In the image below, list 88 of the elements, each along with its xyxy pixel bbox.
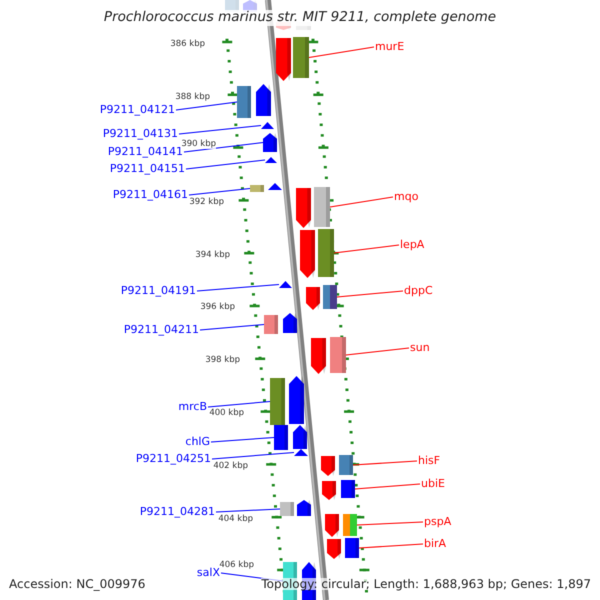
tick-label: 406 kbp	[219, 561, 254, 570]
gene-feature	[274, 425, 288, 450]
leader-line	[188, 188, 250, 196]
tick-label: 386 kbp	[170, 40, 205, 48]
gene-label: P9211_04121	[100, 104, 175, 115]
gene-feature	[225, 0, 239, 12]
tick-label: 394 kbp	[195, 251, 230, 260]
gene-feature	[318, 229, 334, 277]
gene-feature	[322, 481, 336, 500]
gene-label: chlG	[185, 436, 210, 447]
genome-summary: Topology: circular; Length: 1,688,963 bp; Genes: 1,897	[261, 578, 591, 590]
gene-feature	[323, 285, 337, 309]
leader-line	[352, 460, 418, 466]
gene-feature	[341, 480, 355, 498]
tick-label: 398 kbp	[205, 356, 240, 364]
gene-feature	[264, 315, 278, 334]
gene-feature	[297, 500, 311, 516]
leader-line	[356, 522, 424, 526]
gene-feature	[314, 187, 330, 227]
leader-line	[178, 125, 262, 134]
leader-line	[176, 102, 238, 110]
gene-label: pspA	[424, 516, 452, 527]
gene-feature	[327, 539, 341, 559]
gene-feature	[321, 456, 335, 476]
leader-line	[358, 544, 424, 548]
leader-line	[336, 290, 404, 298]
gene-label: dppC	[404, 285, 433, 296]
gene-feature	[256, 84, 271, 116]
gene-feature	[261, 122, 274, 129]
leader-line	[196, 284, 280, 292]
tick-label: 400 kbp	[209, 409, 244, 418]
gene-label: P9211_04281	[140, 506, 215, 517]
leader-line	[334, 244, 400, 254]
leader-line	[184, 142, 264, 152]
gene-label: P9211_04141	[108, 146, 183, 157]
gene-label: sun	[410, 342, 430, 353]
gene-label: P9211_04211	[124, 324, 199, 335]
leader-line	[186, 160, 266, 170]
gene-label: P9211_04191	[120, 285, 196, 296]
tick-label: 402 kbp	[213, 462, 248, 470]
tick-label: 392 kbp	[189, 198, 224, 206]
leader-line	[354, 484, 420, 490]
gene-feature	[283, 313, 297, 333]
tick-label: 388 kbp	[175, 93, 210, 102]
leader-line	[212, 452, 294, 460]
gene-feature	[276, 38, 291, 81]
gene-feature	[268, 183, 282, 190]
gene-feature	[243, 0, 257, 12]
leader-line	[210, 437, 274, 442]
gene-label: P9211_04161	[112, 189, 188, 200]
gene-label: ubiE	[421, 478, 445, 489]
leader-line	[346, 348, 410, 356]
gene-label: hisF	[418, 455, 440, 466]
gene-label: salX	[196, 567, 220, 578]
gene-label: mrcB	[178, 401, 207, 412]
gene-label: murE	[375, 41, 404, 52]
gene-label: P9211_04131	[102, 128, 178, 139]
tick-label: 396 kbp	[200, 303, 235, 312]
gene-feature	[311, 338, 326, 374]
gene-feature	[263, 133, 277, 152]
gene-label: lepA	[400, 239, 424, 250]
gene-label: P9211_04151	[110, 163, 185, 174]
tick-label: 404 kbp	[218, 515, 253, 524]
leader-line	[200, 324, 264, 330]
accession-label: Accession: NC_009976	[9, 578, 146, 590]
gene-feature	[237, 86, 251, 118]
leader-line	[308, 46, 374, 58]
gene-feature	[250, 185, 264, 192]
gene-label: mqo	[394, 191, 418, 202]
gene-feature	[339, 455, 353, 475]
gene-feature	[325, 514, 339, 537]
gene-feature	[279, 281, 292, 288]
leader-line	[216, 508, 280, 512]
gene-feature	[345, 538, 359, 558]
gene-label: P9211_04251	[136, 453, 211, 464]
gene-feature	[343, 514, 357, 536]
gene-feature	[270, 378, 285, 425]
tick-label: 390 kbp	[181, 140, 216, 148]
gene-feature	[296, 188, 311, 228]
gene-feature	[306, 287, 320, 310]
leader-line	[330, 196, 394, 208]
gene-feature	[293, 37, 309, 78]
gene-feature	[280, 502, 294, 516]
gene-feature	[300, 230, 315, 278]
leader-line	[208, 401, 270, 408]
gene-feature	[330, 337, 346, 373]
gene-feature	[265, 157, 277, 163]
gene-label: birA	[424, 538, 446, 549]
